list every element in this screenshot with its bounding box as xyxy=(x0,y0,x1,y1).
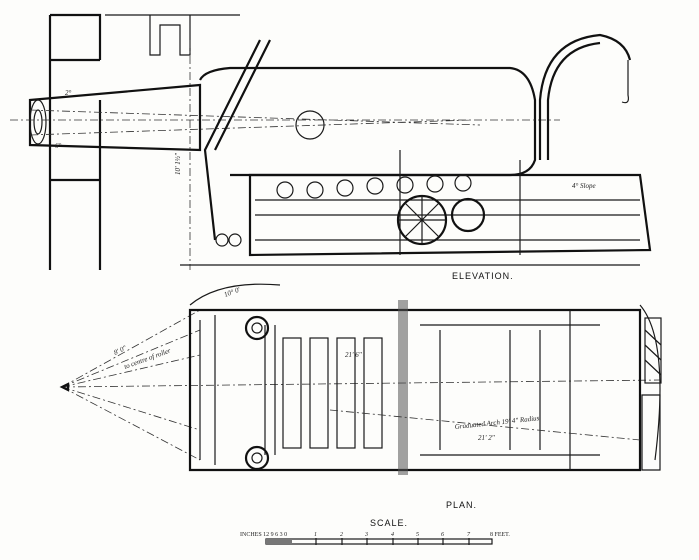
tick-1: 1 xyxy=(314,532,317,538)
tick-5: 5 xyxy=(416,532,419,538)
elevation-view xyxy=(10,13,652,270)
feet-label: 8 FEET. xyxy=(490,532,510,538)
inches-label: INCHES 12 9 6 3 0 xyxy=(240,532,287,538)
rack xyxy=(398,300,408,475)
arch-dim: 21' 2" xyxy=(478,434,495,442)
angle-top-label: 2° xyxy=(65,89,72,97)
scale-title: SCALE. xyxy=(370,518,408,528)
arch-note: Graduated Arch 19' 4" Radius xyxy=(454,414,540,431)
elevation-title: ELEVATION. xyxy=(452,271,514,281)
tick-6: 6 xyxy=(441,532,444,538)
height-label: 10' 1½" xyxy=(174,153,182,175)
angle-bottom-label: 6° xyxy=(55,142,62,150)
tick-2: 2 xyxy=(340,532,343,538)
plan-view xyxy=(59,283,662,475)
dim-b: 21' 6" xyxy=(345,351,362,359)
tick-3: 3 xyxy=(364,532,368,538)
roller-wheels xyxy=(276,174,472,199)
plan-title: PLAN. xyxy=(446,500,477,510)
buffer-pad xyxy=(644,317,662,384)
tick-4: 4 xyxy=(391,531,394,538)
tick-7: 7 xyxy=(467,532,471,538)
slope-label: 4° Slope xyxy=(572,182,596,190)
cross-girders xyxy=(282,337,383,449)
scale-bar: SCALE. INCHES 12 9 6 3 0 1 2 3 4 5 6 7 8… xyxy=(240,518,510,545)
